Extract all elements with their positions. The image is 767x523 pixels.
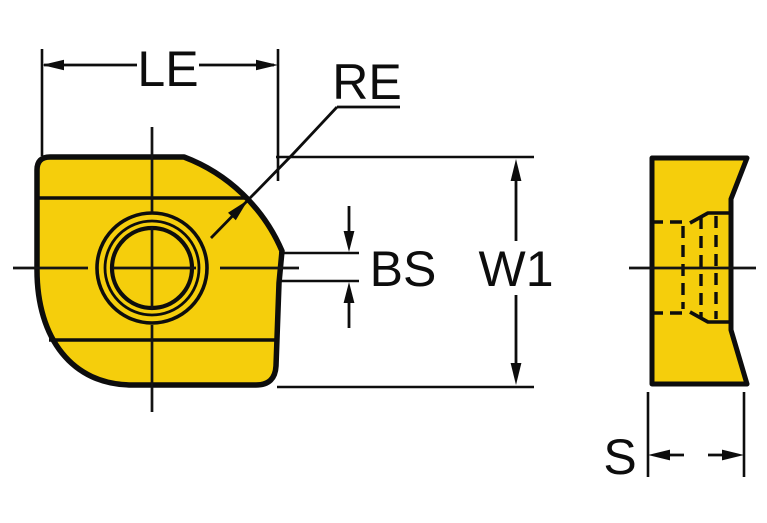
bs-arrow-down xyxy=(343,231,355,252)
insert-side-outline xyxy=(649,155,750,387)
re-arrowhead xyxy=(228,200,248,221)
le-label: LE xyxy=(137,41,198,97)
mounting-hole xyxy=(95,211,209,325)
le-arrow-right xyxy=(256,59,278,71)
bs-label: BS xyxy=(370,241,437,297)
side-view xyxy=(629,155,756,387)
dimension-le: LE xyxy=(40,41,280,181)
le-arrow-left xyxy=(42,59,64,71)
w1-label: W1 xyxy=(479,241,554,297)
countersink-inner-circle xyxy=(103,219,201,317)
s-arrow-left xyxy=(648,449,670,461)
w1-arrow-down xyxy=(510,363,522,385)
countersink-shoulder-top xyxy=(689,211,731,225)
s-label: S xyxy=(603,429,636,485)
insert-front-outline xyxy=(34,154,285,388)
w1-arrow-up xyxy=(510,159,522,181)
dimension-w1: W1 xyxy=(276,155,554,389)
countersink-outer-circle xyxy=(95,211,209,325)
centerlines-front xyxy=(13,127,299,412)
s-arrow-right xyxy=(722,449,744,461)
dimension-s: S xyxy=(603,392,746,485)
dimension-bs: BS xyxy=(279,206,436,328)
bs-arrow-up xyxy=(343,282,355,303)
re-label: RE xyxy=(332,54,401,110)
front-view xyxy=(13,127,299,412)
re-leader-line xyxy=(209,106,339,239)
countersink-shoulder-bottom xyxy=(689,310,731,324)
dimension-re: RE xyxy=(209,54,402,239)
